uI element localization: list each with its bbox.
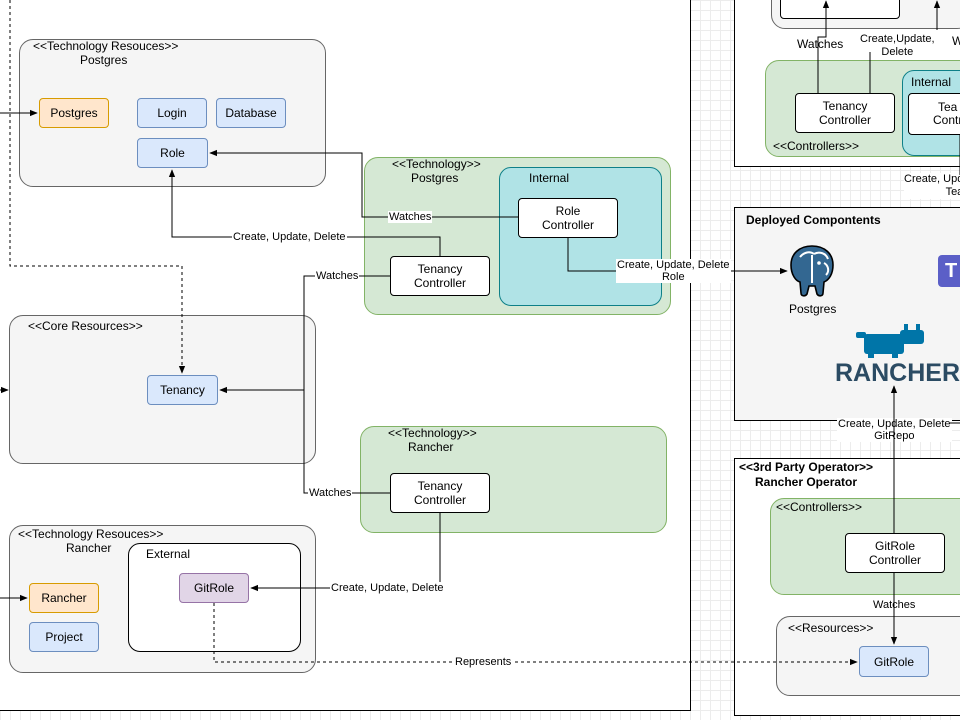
rancher-resources-name: Rancher: [66, 541, 112, 555]
edge-watches-rancher-tenancy: [219, 386, 390, 494]
top-create-cut-label: Create, Upd Tea: [904, 173, 960, 199]
rancher-logo-text: RANCHER: [835, 359, 960, 387]
watches-pg-tenancy-label: Watches: [315, 270, 360, 282]
edge-dashed-to-tenancy: [9, 0, 186, 374]
operator-gitrole-resource[interactable]: GitRole: [859, 646, 929, 677]
deployed-components-panel: [734, 207, 960, 421]
deployed-postgres-label: Postgres: [789, 302, 837, 316]
rancher-resource[interactable]: Rancher: [29, 583, 99, 613]
edge-watches-role: [209, 149, 518, 218]
top-controllers-stereotype: <<Controllers>>: [773, 139, 860, 153]
role-controller[interactable]: Role Controller: [518, 198, 618, 238]
rancher-operator-name: Rancher Operator: [755, 475, 858, 489]
cud-role-out-label: Create, Update, Delete Role: [616, 259, 731, 283]
rancher-technology-stereotype: <<Technology>>: [388, 426, 477, 440]
edge-watches-pg-tenancy: [303, 275, 390, 390]
edge-top-watches: [817, 0, 830, 93]
cud-role-label: Create, Update, Delete: [232, 231, 347, 243]
top-team-controller[interactable]: [908, 93, 960, 135]
database-resource[interactable]: Database: [216, 98, 286, 128]
rancher-operator-stereotype: <<3rd Party Operator>>: [739, 460, 874, 474]
internal-label: Internal: [529, 171, 570, 185]
cud-gitrole-label: Create, Update, Delete: [330, 582, 445, 594]
gitrole-resource[interactable]: GitRole: [179, 573, 249, 603]
deployed-components-title: Deployed Compontents: [746, 213, 881, 227]
top-watches-label: Watches: [797, 37, 844, 51]
role-resource[interactable]: Role: [137, 138, 208, 168]
gitrole-controller[interactable]: GitRole Controller: [845, 533, 945, 573]
operator-resources-stereotype: <<Resources>>: [788, 621, 874, 635]
top-internal-label: Internal: [911, 75, 952, 89]
postgres-tenancy-controller[interactable]: Tenancy Controller: [390, 256, 490, 296]
postgres-elephant-icon: [790, 245, 834, 297]
top-w-cut-label: W: [952, 34, 960, 48]
operator-controllers-stereotype: <<Controllers>>: [776, 500, 863, 514]
postgres-resource[interactable]: Postgres: [39, 98, 109, 128]
top-resource-box[interactable]: [780, 0, 900, 19]
rancher-resources-stereotype: <<Technology Resouces>>: [18, 527, 164, 541]
external-label: External: [146, 547, 191, 561]
watches-rancher-tenancy-label: Watches: [308, 487, 353, 499]
tenancy-resource[interactable]: Tenancy: [147, 375, 218, 405]
rancher-technology-name: Rancher: [408, 440, 454, 454]
postgres-technology-name: Postgres: [411, 171, 459, 185]
rancher-tenancy-controller[interactable]: Tenancy Controller: [390, 473, 490, 513]
postgres-resources-name: Postgres: [80, 53, 128, 67]
represents-label: Represents: [454, 656, 513, 668]
edge-represents: [213, 603, 858, 666]
edge-cud-gitrole: [250, 513, 441, 592]
postgres-resources-stereotype: <<Technology Resouces>>: [33, 39, 179, 53]
top-team-controller-label: Tea Contr: [933, 100, 960, 127]
postgres-technology-stereotype: <<Technology>>: [392, 157, 481, 171]
watches-role-label: Watches: [388, 211, 433, 223]
teams-icon-letter: T: [945, 260, 958, 282]
top-cud-label: Create,Update, Delete: [860, 33, 935, 58]
top-tenancy-controller[interactable]: Tenancy Controller: [795, 93, 895, 133]
rancher-logo-icon: [856, 324, 924, 358]
login-resource[interactable]: Login: [137, 98, 207, 128]
project-resource[interactable]: Project: [29, 622, 99, 652]
teams-icon: T: [938, 255, 960, 287]
core-resources-stereotype: <<Core Resources>>: [28, 319, 143, 333]
